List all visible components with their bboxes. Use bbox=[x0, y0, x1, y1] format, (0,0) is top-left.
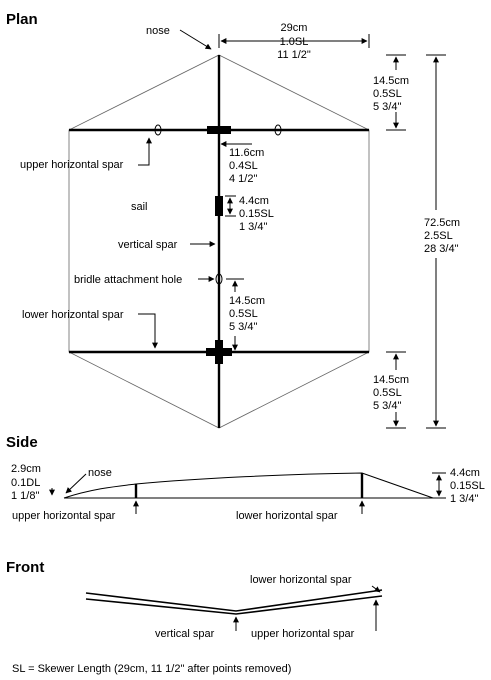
bridle-dim-cm: 14.5cm bbox=[229, 295, 265, 307]
side-sail-profile bbox=[63, 472, 434, 499]
half-width-sl: 1.0SL bbox=[280, 36, 309, 48]
front-lower-spar bbox=[85, 589, 383, 612]
front-lower-spar-label: lower horizontal spar bbox=[250, 574, 352, 586]
nose-arrow bbox=[179, 29, 212, 50]
front-lower-spar-arrow bbox=[371, 585, 381, 593]
bridle-dim-sl: 0.5SL bbox=[229, 308, 258, 320]
lower-offset-in: 5 3/4" bbox=[373, 400, 401, 412]
upper-spar-arrow bbox=[138, 137, 152, 166]
side-lower-spar-label: lower horizontal spar bbox=[236, 510, 338, 522]
upper-offset-in: 5 3/4" bbox=[373, 101, 401, 113]
side-nose-arrow bbox=[65, 473, 87, 494]
side-nose-dim-dl: 0.1DL bbox=[11, 477, 40, 489]
vertical-spar-label: vertical spar bbox=[118, 239, 178, 251]
bridle-dim-in: 5 3/4" bbox=[229, 321, 257, 333]
upper-offset-cm: 14.5cm bbox=[373, 75, 409, 87]
sleeve-dim-sl: 0.15SL bbox=[239, 208, 274, 220]
side-tail-dim-sl: 0.15SL bbox=[450, 480, 485, 492]
lower-offset-sl: 0.5SL bbox=[373, 387, 402, 399]
side-tail-dim-cm: 4.4cm bbox=[450, 467, 480, 479]
upper-joint-sleeve bbox=[207, 126, 231, 134]
side-heading: Side bbox=[6, 434, 38, 451]
nose-label: nose bbox=[146, 25, 170, 37]
side-upper-spar-label: upper horizontal spar bbox=[12, 510, 116, 522]
side-nose-dim-cm: 2.9cm bbox=[11, 463, 41, 475]
total-height-cm: 72.5cm bbox=[424, 217, 460, 229]
upper-spar-hole-left bbox=[154, 124, 162, 136]
lower-spar-arrow bbox=[138, 313, 158, 349]
total-height-sl: 2.5SL bbox=[424, 230, 453, 242]
front-upper-spar-label: upper horizontal spar bbox=[251, 628, 355, 640]
upper-spar-label: upper horizontal spar bbox=[20, 159, 124, 171]
half-width-in: 11 1/2" bbox=[277, 49, 311, 61]
footnote: SL = Skewer Length (29cm, 11 1/2" after … bbox=[12, 663, 291, 675]
half-width-cm: 29cm bbox=[281, 22, 308, 34]
upper-spar-dim-sl: 0.4SL bbox=[229, 160, 258, 172]
upper-spar-dim-cm: 11.6cm bbox=[229, 147, 264, 159]
upper-spar-dim-in: 4 1/2" bbox=[229, 173, 257, 185]
lower-joint-vertical-sleeve bbox=[215, 340, 223, 364]
upper-offset-sl: 0.5SL bbox=[373, 88, 402, 100]
sleeve-dim-in: 1 3/4" bbox=[239, 221, 267, 233]
total-height-in: 28 3/4" bbox=[424, 243, 459, 255]
lower-spar-label: lower horizontal spar bbox=[22, 309, 124, 321]
bridle-label: bridle attachment hole bbox=[74, 274, 182, 286]
plan-heading: Plan bbox=[6, 11, 38, 28]
side-nose-label: nose bbox=[88, 467, 112, 479]
sleeve-dim-cm: 4.4cm bbox=[239, 195, 269, 207]
sail-label: sail bbox=[131, 201, 148, 213]
front-upper-spar bbox=[85, 595, 383, 615]
bridle-attachment-hole bbox=[215, 273, 223, 285]
upper-spar-hole-right bbox=[274, 124, 282, 136]
side-nose-dim-in: 1 1/8" bbox=[11, 490, 39, 502]
front-heading: Front bbox=[6, 559, 44, 576]
side-tail-dim-in: 1 3/4" bbox=[450, 493, 478, 505]
front-vertical-spar-label: vertical spar bbox=[155, 628, 215, 640]
lower-offset-cm: 14.5cm bbox=[373, 374, 409, 386]
vertical-spar-sleeve bbox=[215, 196, 223, 216]
